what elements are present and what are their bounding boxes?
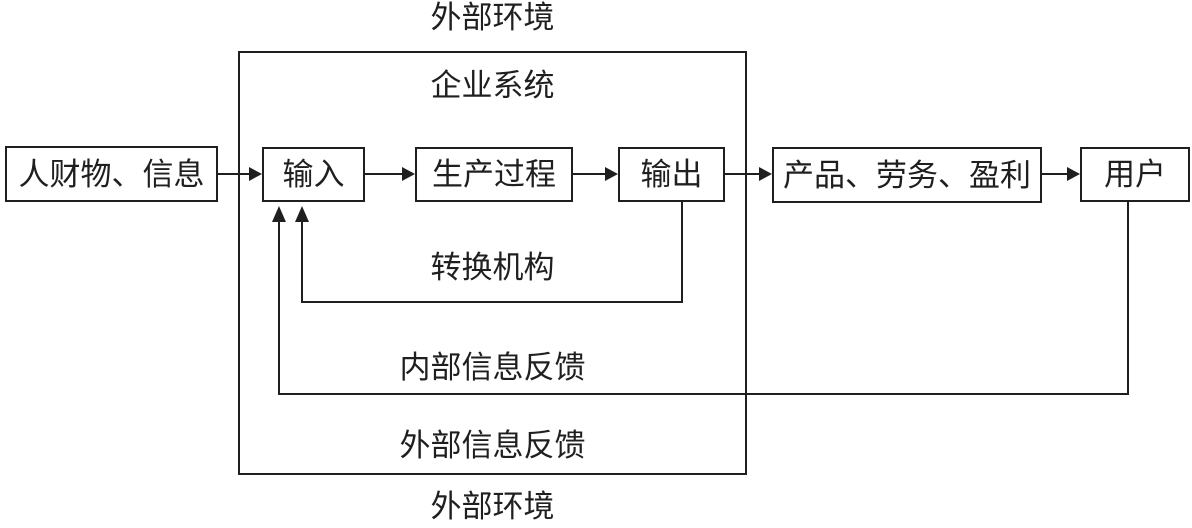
- label-internal-feedback: 内部信息反馈: [399, 350, 586, 385]
- edge-external-feedback-drop: [1127, 202, 1129, 395]
- edge-internal-feedback-drop: [681, 202, 683, 303]
- edge-internal-feedback-rise: [301, 218, 303, 303]
- node-input: 输入: [262, 147, 365, 202]
- edge-products-to-user-line: [1042, 173, 1070, 175]
- edge-input-to-process-line: [365, 173, 405, 175]
- arrow-right-icon: [249, 167, 262, 181]
- arrow-right-icon: [759, 167, 772, 181]
- arrow-up-icon: [272, 206, 286, 222]
- node-output: 输出: [618, 147, 725, 202]
- edge-internal-feedback-run: [301, 301, 683, 303]
- label-external-environment-bottom: 外部环境: [430, 489, 555, 524]
- node-user: 用户: [1080, 147, 1190, 202]
- node-products-services-profit: 产品、劳务、盈利: [772, 147, 1042, 203]
- label-external-feedback: 外部信息反馈: [399, 428, 586, 463]
- edge-external-feedback-rise: [278, 218, 280, 395]
- arrow-right-icon: [402, 167, 415, 181]
- label-conversion-mechanism: 转换机构: [430, 250, 555, 285]
- edge-external-feedback-run: [278, 393, 1129, 395]
- node-resources: 人财物、信息: [5, 146, 218, 202]
- label-enterprise-system: 企业系统: [430, 68, 555, 103]
- edge-resources-to-input-line: [218, 173, 252, 175]
- enterprise-system-boundary: [238, 51, 747, 475]
- arrow-right-icon: [1067, 167, 1080, 181]
- node-production-process: 生产过程: [415, 147, 573, 202]
- edge-output-to-products-line: [725, 173, 761, 175]
- arrow-up-icon: [295, 206, 309, 222]
- edge-process-to-output-line: [573, 173, 607, 175]
- label-external-environment-top: 外部环境: [430, 0, 555, 35]
- arrow-right-icon: [605, 167, 618, 181]
